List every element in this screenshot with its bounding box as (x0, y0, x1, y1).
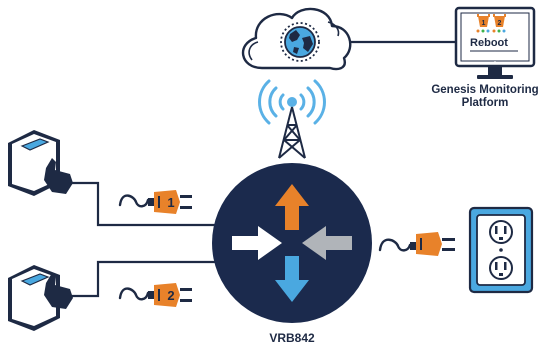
right-arrow-icon (232, 226, 282, 260)
router-icon (212, 163, 372, 323)
down-arrow-icon (275, 256, 309, 302)
status-dots (476, 29, 506, 33)
connection-lines (72, 40, 456, 298)
reboot-button: Reboot (470, 37, 508, 49)
power-plug-icon: 2 (118, 283, 192, 307)
up-arrow-icon (275, 184, 309, 230)
power-plug-icon: 1 (118, 190, 192, 214)
globe-icon (280, 22, 320, 62)
kiosk-icon (8, 130, 73, 196)
plug-number: 2 (167, 288, 174, 303)
wall-outlet-icon (468, 206, 534, 294)
platform-name-line2: Platform (461, 97, 509, 109)
plug-badge-2-icon: 2 (493, 14, 506, 27)
monitor-icon: 1 2 (454, 6, 536, 79)
monitoring-platform-label: Genesis Monitoring Platform (418, 84, 548, 110)
plug-badge-2-number: 2 (498, 20, 502, 27)
plug-number: 1 (167, 195, 174, 210)
router-label: VRB842 (269, 331, 315, 345)
power-plug-icon (378, 232, 455, 256)
plug-badge-1-number: 1 (482, 20, 486, 27)
kiosk-icon (8, 265, 73, 331)
wifi-tower-icon (258, 79, 326, 159)
platform-name-line1: Genesis Monitoring (431, 84, 539, 96)
plug-badge-1-icon: 1 (477, 14, 490, 27)
left-arrow-icon (302, 226, 352, 260)
